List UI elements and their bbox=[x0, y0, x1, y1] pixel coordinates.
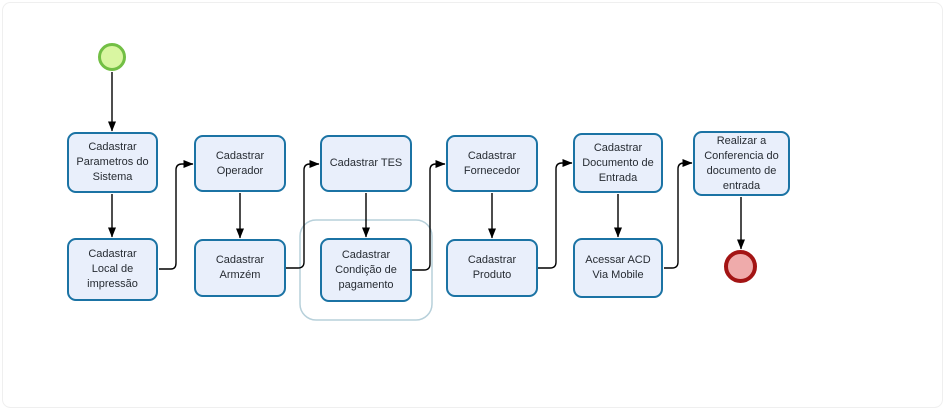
start-event-circle bbox=[98, 43, 126, 71]
flow-arrow-produto-to-documento bbox=[538, 159, 573, 269]
flow-arrow-condicao-to-fornecedor bbox=[412, 160, 446, 271]
task-acessar-acd-via-mobile: Acessar ACD Via Mobile bbox=[573, 238, 663, 298]
task-cadastrar-armzem: Cadastrar Armzém bbox=[194, 239, 286, 297]
flow-arrow-acd-to-conferencia bbox=[664, 159, 693, 269]
flow-arrow-local-to-operador bbox=[159, 160, 194, 270]
task-realizar-conferencia-documento-entrada: Realizar a Conferencia do documento de e… bbox=[693, 131, 790, 196]
flow-arrow-armzem-to-tes bbox=[286, 160, 320, 269]
task-cadastrar-fornecedor: Cadastrar Fornecedor bbox=[446, 135, 538, 192]
task-cadastrar-tes: Cadastrar TES bbox=[320, 135, 412, 192]
task-cadastrar-documento-de-entrada: Cadastrar Documento de Entrada bbox=[573, 133, 663, 193]
task-cadastrar-operador: Cadastrar Operador bbox=[194, 135, 286, 192]
task-cadastrar-local-de-impressao: Cadastrar Local de impressão bbox=[67, 238, 158, 301]
task-cadastrar-parametros-do-sistema: Cadastrar Parametros do Sistema bbox=[67, 132, 158, 193]
task-cadastrar-condicao-de-pagamento: Cadastrar Condição de pagamento bbox=[320, 238, 412, 302]
task-cadastrar-produto: Cadastrar Produto bbox=[446, 239, 538, 297]
end-event-circle bbox=[724, 250, 757, 283]
